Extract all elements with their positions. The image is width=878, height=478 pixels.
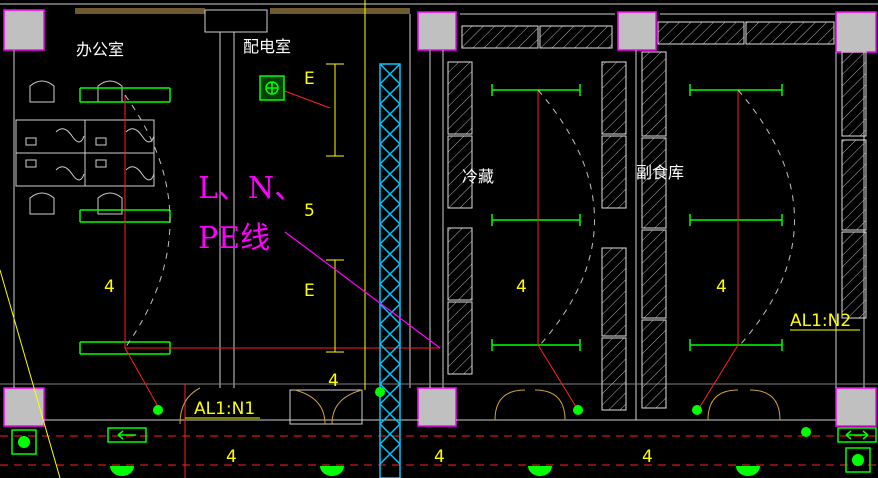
mark-five: 5 — [304, 201, 315, 221]
doors — [179, 387, 781, 425]
mark-four-corridor-3: 4 — [642, 447, 653, 467]
circuit-label-n2: AL1:N2 — [790, 311, 851, 331]
circuit-arcs — [124, 89, 795, 349]
mark-four-power: 4 — [328, 371, 339, 391]
red-wiring — [0, 89, 878, 478]
circuit-label-n1: AL1:N1 — [194, 399, 255, 419]
cable-tray — [379, 63, 401, 478]
distribution-box-icon — [259, 75, 285, 101]
room-label-food-store: 副食库 — [636, 163, 684, 182]
structural-columns — [3, 9, 877, 427]
room-label-power-room: 配电室 — [243, 37, 291, 56]
junction-points — [153, 387, 811, 437]
mark-four-store: 4 — [716, 277, 727, 297]
mark-e-lower: E — [304, 281, 315, 301]
top-wall — [0, 3, 878, 15]
exit-signs — [11, 427, 877, 473]
room-label-office: 办公室 — [76, 40, 124, 59]
room-label-cold-storage: 冷藏 — [462, 167, 494, 186]
mark-e-upper: E — [304, 69, 315, 89]
annotation-line-1: L、N、 — [198, 171, 304, 206]
office-furniture — [15, 80, 155, 215]
mark-four-cold: 4 — [516, 277, 527, 297]
annotation-leader — [284, 231, 441, 349]
panel-lines — [0, 0, 860, 478]
emergency-lights — [110, 466, 760, 476]
storage-shelves — [447, 21, 867, 411]
mark-four-office: 4 — [104, 277, 115, 297]
mark-four-corridor-1: 4 — [226, 447, 237, 467]
mark-four-corridor-2: 4 — [434, 447, 445, 467]
annotation-line-2: PE线 — [198, 221, 270, 256]
